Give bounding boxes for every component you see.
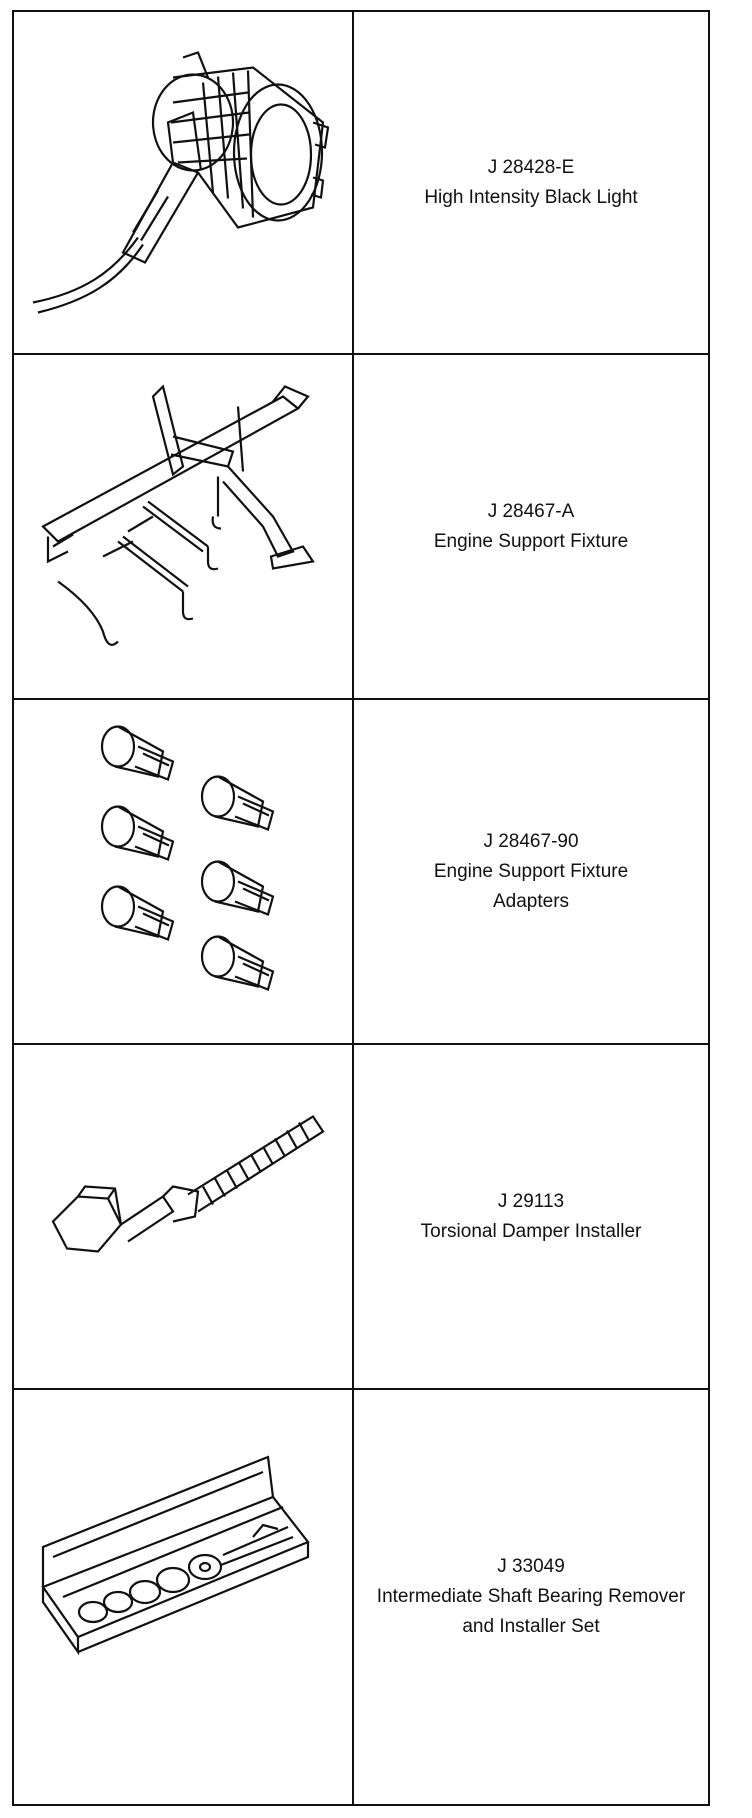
tool-illustration (14, 700, 354, 1043)
tool-illustration (14, 355, 354, 698)
black-light-icon (32, 51, 330, 314)
tool-name: Engine Support Fixture Adapters (433, 860, 629, 912)
tool-number: J 28467-90 (483, 830, 579, 852)
tool-name: High Intensity Black Light (424, 186, 638, 208)
tool-description: J 28467-90 Engine Support Fixture Adapte… (354, 700, 708, 1043)
bearing-tool-set-icon (41, 1455, 310, 1656)
tool-description: J 28428-E High Intensity Black Light (354, 12, 708, 353)
tool-illustration (14, 1390, 354, 1804)
tool-description: J 28467-A Engine Support Fixture (354, 355, 708, 698)
tool-row: J 28428-E High Intensity Black Light (14, 12, 708, 355)
tool-number: J 28428-E (487, 156, 575, 178)
tool-description: J 33049 Intermediate Shaft Bearing Remov… (354, 1390, 708, 1804)
tool-name: Intermediate Shaft Bearing Remover and I… (376, 1586, 686, 1637)
tool-number: J 29113 (497, 1190, 565, 1212)
tool-name: Torsional Damper Installer (420, 1220, 642, 1242)
tool-name: Engine Support Fixture (433, 530, 629, 552)
tool-row: J 33049 Intermediate Shaft Bearing Remov… (14, 1390, 708, 1804)
engine-support-fixture-icon (41, 384, 315, 646)
tool-number: J 28467-A (487, 500, 575, 522)
tool-row: J 29113 Torsional Damper Installer (14, 1045, 708, 1390)
tool-description: J 29113 Torsional Damper Installer (354, 1045, 708, 1388)
tool-illustration (14, 1045, 354, 1388)
damper-installer-icon (51, 1115, 325, 1253)
tool-row: J 28467-90 Engine Support Fixture Adapte… (14, 700, 708, 1045)
tool-illustration (14, 12, 354, 353)
tool-table: J 28428-E High Intensity Black Light (12, 10, 710, 1806)
tool-row: J 28467-A Engine Support Fixture (14, 355, 708, 700)
adapters-icon (100, 725, 275, 991)
tool-number: J 33049 (497, 1556, 565, 1577)
